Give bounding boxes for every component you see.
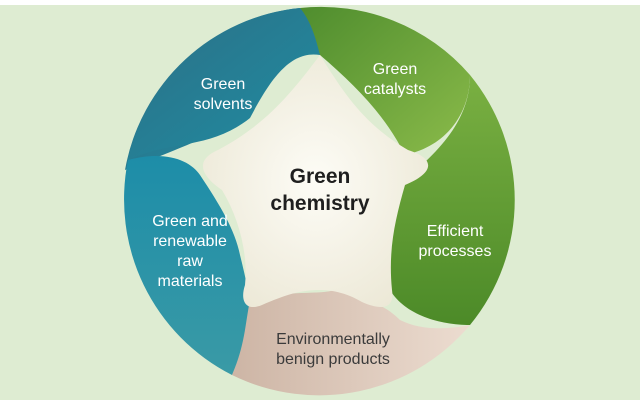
label-efficient-processes: Efficient processes [405,222,505,262]
segment-environmentally-benign-products [232,290,470,396]
top-strip [0,0,640,5]
label-raw-line2: renewable [153,233,227,250]
label-green-catalysts-line2: catalysts [363,81,427,98]
label-raw-line4: materials [157,273,223,290]
label-green-catalysts: Green catalysts [350,60,440,100]
label-green-renewable-raw-materials: Green and renewable raw materials [140,212,240,292]
label-green-solvents-line2: solvents [193,96,253,113]
cycle-segments [124,6,515,396]
label-efficient-processes-line1: Efficient [426,223,484,240]
segment-green-catalysts [300,6,470,156]
segment-green-solvents-body [128,8,329,160]
label-benign-line2: benign products [276,351,390,368]
label-efficient-processes-line2: processes [418,243,492,260]
label-green-solvents-line1: Green [200,76,246,93]
label-green-solvents: Green solvents [178,75,268,115]
label-raw-line3: raw [177,253,203,270]
label-raw-line1: Green and [152,213,228,230]
segment-green-renewable-raw-materials [124,155,250,375]
center-title: Green chemistry [250,163,390,217]
segment-efficient-processes [388,75,515,325]
center-star [202,55,429,308]
center-title-line1: Green [289,165,351,188]
label-benign-line1: Environmentally [276,331,390,348]
center-title-line2: chemistry [270,192,370,215]
label-green-catalysts-line1: Green [372,61,418,78]
label-environmentally-benign-products: Environmentally benign products [258,330,408,370]
